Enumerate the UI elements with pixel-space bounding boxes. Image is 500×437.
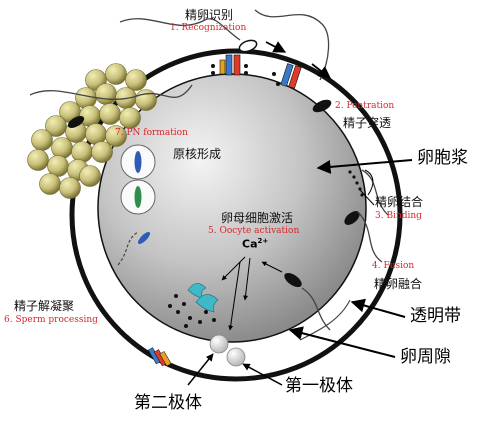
granule-dot <box>198 320 202 324</box>
cumulus-cell <box>51 137 73 159</box>
cumulus-cell <box>125 69 147 91</box>
cumulus-cell <box>31 129 53 151</box>
first-polar-body-label: 第一极体 <box>285 376 353 396</box>
cumulus-cell <box>99 103 121 125</box>
calcium-label: Ca2+ <box>242 237 269 251</box>
granule-dot <box>204 310 208 314</box>
first-polar-body <box>226 347 246 367</box>
cumulus-cell <box>45 115 67 137</box>
cumulus-cell <box>79 165 101 187</box>
perivitelline-space-label: 卵周隙 <box>400 347 451 367</box>
sperm-head <box>284 272 302 288</box>
fusion-label-en: 4. Fusion <box>372 261 415 271</box>
sperm-head <box>67 116 85 128</box>
granule-dot <box>212 318 216 322</box>
cumulus-cell <box>119 107 141 129</box>
cumulus-cell <box>95 83 117 105</box>
pn-formation-label-cn: 原核形成 <box>173 147 222 161</box>
recognition-label-en: 1. Recognization <box>170 23 247 33</box>
sperm-head <box>344 211 360 225</box>
penetration-label-en: 2. Pentration <box>335 101 395 111</box>
receptor <box>225 54 233 76</box>
granule-dot <box>188 316 192 320</box>
cumulus-cell <box>91 141 113 163</box>
cortical-granule <box>195 294 219 313</box>
sperm-tail <box>119 18 241 41</box>
second-polar-body-label: 第二极体 <box>134 393 202 413</box>
granule-dot <box>182 302 186 306</box>
cumulus-cell <box>105 63 127 85</box>
cumulus-cell <box>135 89 157 111</box>
sperm-head <box>238 39 258 53</box>
binding-label-cn: 精卵结合 <box>375 195 424 209</box>
binding-label-en: 3. Binding <box>375 211 422 221</box>
sperm-processing-label-en: 6. Sperm processing <box>4 315 98 325</box>
cumulus-cell <box>105 125 127 147</box>
cumulus-cell <box>71 141 93 163</box>
recognition-label-cn: 精卵识别 <box>185 8 234 22</box>
cumulus-cell <box>75 87 97 109</box>
sperm-processing-label-cn: 精子解凝聚 <box>14 299 75 313</box>
zona-label: 透明带 <box>410 306 461 326</box>
receptor <box>233 54 241 76</box>
sperm-tail <box>29 84 193 100</box>
cumulus-cell <box>27 149 49 171</box>
receptor <box>288 65 302 89</box>
receptor <box>280 63 294 87</box>
sperm-head <box>137 231 151 245</box>
granule-dot <box>174 294 178 298</box>
activation-label-en: 5. Oocyte activation <box>208 226 300 236</box>
penetration-label-cn: 精子穿透 <box>343 116 392 130</box>
fusion-label-cn: 精卵融合 <box>374 277 423 291</box>
cumulus-cell <box>59 177 81 199</box>
second-polar-body <box>209 334 229 354</box>
sperm-head <box>312 99 332 113</box>
granule-dot <box>168 304 172 308</box>
pn-formation-label-en: 7. PN formation <box>115 128 188 138</box>
activation-label-cn: 卵母细胞激活 <box>221 211 294 225</box>
cortical-granule <box>187 283 207 299</box>
granule-dot <box>184 324 188 328</box>
ooplasm-label: 卵胞浆 <box>417 148 468 168</box>
granule-dot <box>176 310 180 314</box>
cumulus-cell <box>39 173 61 195</box>
sperm-tail <box>254 9 330 81</box>
receptor <box>219 59 226 75</box>
